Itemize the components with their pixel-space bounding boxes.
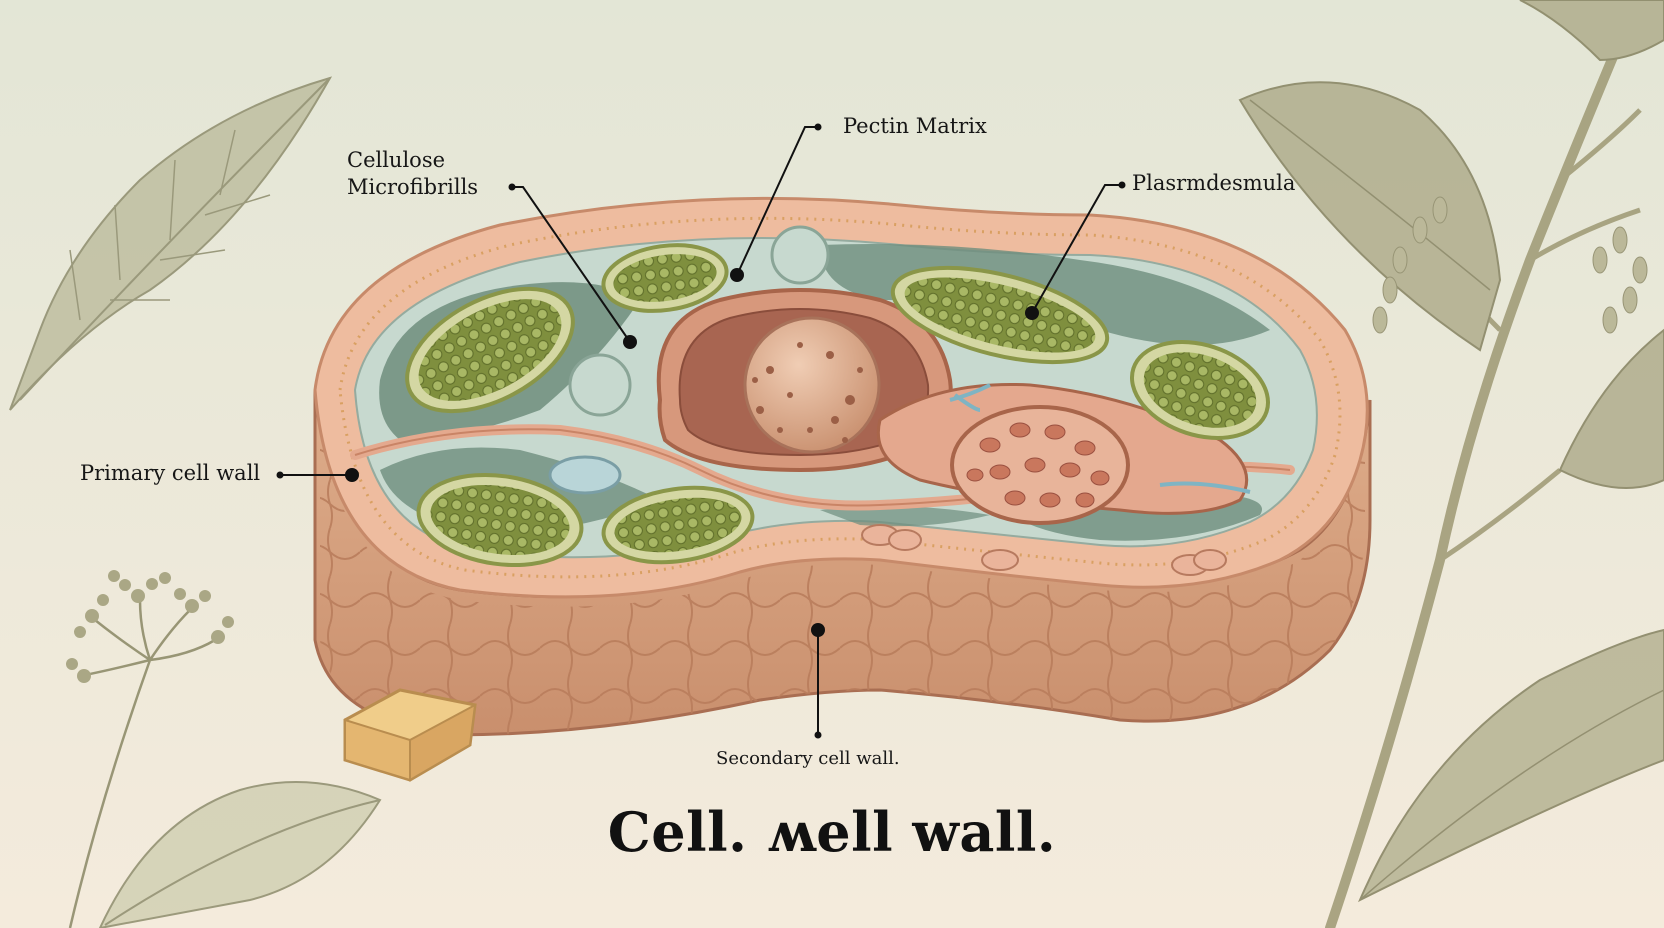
vesicle	[568, 353, 632, 417]
leader-line-pectin	[736, 126, 818, 276]
chloroplast	[1129, 340, 1271, 440]
chloroplast	[416, 472, 584, 568]
vesicle	[548, 455, 622, 495]
chloroplast	[601, 485, 755, 565]
leader-line-cellulose	[512, 186, 631, 343]
label-cellulose-line1: Cellulose	[347, 148, 446, 172]
chloroplast	[405, 286, 575, 414]
leaf-illustration-bottom-left	[98, 781, 382, 928]
nucleolus	[743, 316, 881, 454]
cell-body	[313, 196, 1372, 782]
label-primary-cell-wall: Primary cell wall	[80, 461, 261, 485]
leader-lines	[280, 126, 1122, 735]
label-pectin-matrix: Pectin Matrix	[843, 114, 987, 138]
label-cellulose-line2: Microfibrills	[347, 175, 479, 199]
branch-illustration-right	[1238, 0, 1664, 928]
leaf-illustration-left	[9, 76, 333, 411]
wall-sample-block	[343, 688, 477, 782]
flower-sprig-left	[66, 570, 234, 928]
chloroplast	[890, 265, 1110, 365]
chloroplasts	[405, 243, 1271, 568]
label-plasmodesmata: Plasrmdesmula	[1132, 171, 1296, 195]
vesicle	[770, 225, 830, 285]
label-secondary-cell-wall: Secondary cell wall.	[716, 748, 900, 769]
leader-line-plasmodesmata	[1031, 184, 1122, 314]
chloroplast	[601, 243, 729, 313]
pointer-dots	[276, 123, 1126, 739]
diagram-title: Cell. ʍell wall.	[607, 800, 1057, 864]
